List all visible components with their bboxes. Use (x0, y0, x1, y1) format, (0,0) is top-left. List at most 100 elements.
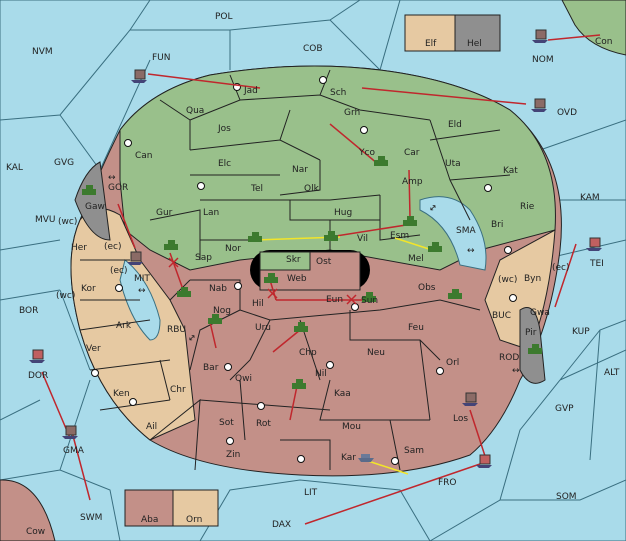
label-Obs: Obs (418, 283, 436, 293)
label-SOM: SOM (556, 492, 577, 502)
region-Orn[interactable] (172, 489, 219, 527)
failed-markers (168, 257, 357, 305)
supply-center-icon (360, 126, 368, 134)
label-FUN: FUN (152, 53, 171, 63)
supply-center-icon (351, 303, 359, 311)
unit-fleet (531, 98, 547, 112)
label-Nar: Nar (292, 165, 308, 175)
label-ROD: ROD (499, 353, 519, 363)
label-ec3: (ec) (110, 266, 128, 276)
supply-center-icon (436, 367, 444, 375)
orders (41, 34, 601, 525)
unit-fleet (476, 454, 492, 468)
label-Rot: Rot (256, 419, 271, 429)
region-Skr[interactable] (259, 251, 311, 271)
supply-center-icon (129, 398, 137, 406)
label-Tel: Tel (250, 184, 263, 194)
label-Orl: Orl (446, 358, 459, 368)
label-MIT: MIT (134, 274, 150, 284)
label-Ken: Ken (113, 389, 130, 399)
label-Sam: Sam (404, 446, 424, 456)
move-arrow (554, 243, 577, 308)
label-BOR: BOR (19, 306, 38, 316)
label-Elf: Elf (425, 39, 437, 49)
move-arrow (289, 385, 298, 421)
label-Sot: Sot (219, 418, 234, 428)
label-Skr: Skr (286, 255, 301, 265)
label-Neu: Neu (367, 348, 385, 358)
label-FRO: FRO (438, 478, 457, 488)
supply-center-icon (319, 76, 327, 84)
unit-army (403, 216, 417, 226)
label-RBU: RBU (167, 325, 186, 335)
region-labels: POL NVM FUN COB Elf Hel Con NOM Jad Sch … (6, 12, 620, 537)
label-Feu: Feu (408, 323, 424, 333)
label-Con: Con (595, 37, 613, 47)
region-Hel[interactable] (454, 14, 501, 52)
label-ec2: (ec) (552, 263, 570, 273)
label-Sch: Sch (330, 88, 346, 98)
label-Nab: Nab (209, 284, 227, 294)
label-Rie: Rie (520, 202, 535, 212)
label-ALT: ALT (604, 368, 620, 378)
label-Los: Los (453, 414, 468, 424)
unit-fleet (127, 251, 143, 265)
unit-army (292, 379, 306, 389)
label-Qwi: Qwi (235, 374, 252, 384)
unit-army (324, 231, 338, 241)
move-arrow (335, 224, 407, 237)
label-Qua: Qua (186, 106, 204, 116)
unit-army (362, 292, 376, 302)
label-Kor: Kor (81, 284, 96, 294)
label-OVD: OVD (557, 108, 577, 118)
label-LIT: LIT (304, 488, 318, 498)
region-Aba[interactable] (124, 489, 174, 527)
supply-center-icon (234, 282, 242, 290)
cross-icon (267, 288, 278, 299)
unit-army (294, 322, 308, 332)
label-Hug: Hug (334, 208, 352, 218)
unit-army (177, 287, 191, 297)
label-Olk: Olk (304, 184, 320, 194)
label-Bar: Bar (203, 363, 219, 373)
label-Gur: Gur (156, 208, 173, 218)
support-arrow (364, 459, 409, 475)
label-Her: Her (71, 243, 87, 253)
label-Yco: Yco (358, 148, 375, 158)
move-arrow (209, 321, 217, 349)
label-SWM: SWM (80, 513, 102, 523)
label-Sun: Sun (361, 296, 378, 306)
label-Bri: Bri (491, 220, 503, 230)
label-Grh: Grh (344, 108, 360, 118)
label-Can: Can (135, 151, 153, 161)
label-Cow: Cow (26, 527, 45, 537)
label-Eun: Eun (326, 295, 343, 305)
move-arrow (272, 329, 301, 353)
units (29, 29, 602, 468)
label-Vil: Vil (357, 234, 368, 244)
region-Gaw[interactable] (74, 161, 111, 241)
supply-center-icon (197, 182, 205, 190)
move-arrow (408, 169, 411, 219)
supply-center-icon (257, 402, 265, 410)
supply-center-icon (297, 455, 305, 463)
label-SMA: SMA (456, 226, 476, 236)
label-GMA: GMA (63, 446, 85, 456)
label-DAX: DAX (272, 520, 291, 530)
move-arrow (147, 73, 261, 89)
supply-center-icon (115, 284, 123, 292)
label-Nil: Nil (315, 369, 327, 379)
label-Lan: Lan (203, 208, 219, 218)
label-Kat: Kat (503, 166, 518, 176)
sea-SMA[interactable] (419, 196, 487, 271)
unit-fleet (131, 69, 147, 83)
label-NVM: NVM (32, 47, 53, 57)
label-wc2: (wc) (498, 275, 517, 285)
label-wc1: (wc) (58, 217, 77, 227)
label-Chp: Chp (299, 348, 317, 358)
label-Web: Web (287, 274, 307, 284)
move-arrow (361, 87, 527, 105)
supply-center-icon (509, 294, 517, 302)
label-KAL: KAL (6, 163, 23, 173)
